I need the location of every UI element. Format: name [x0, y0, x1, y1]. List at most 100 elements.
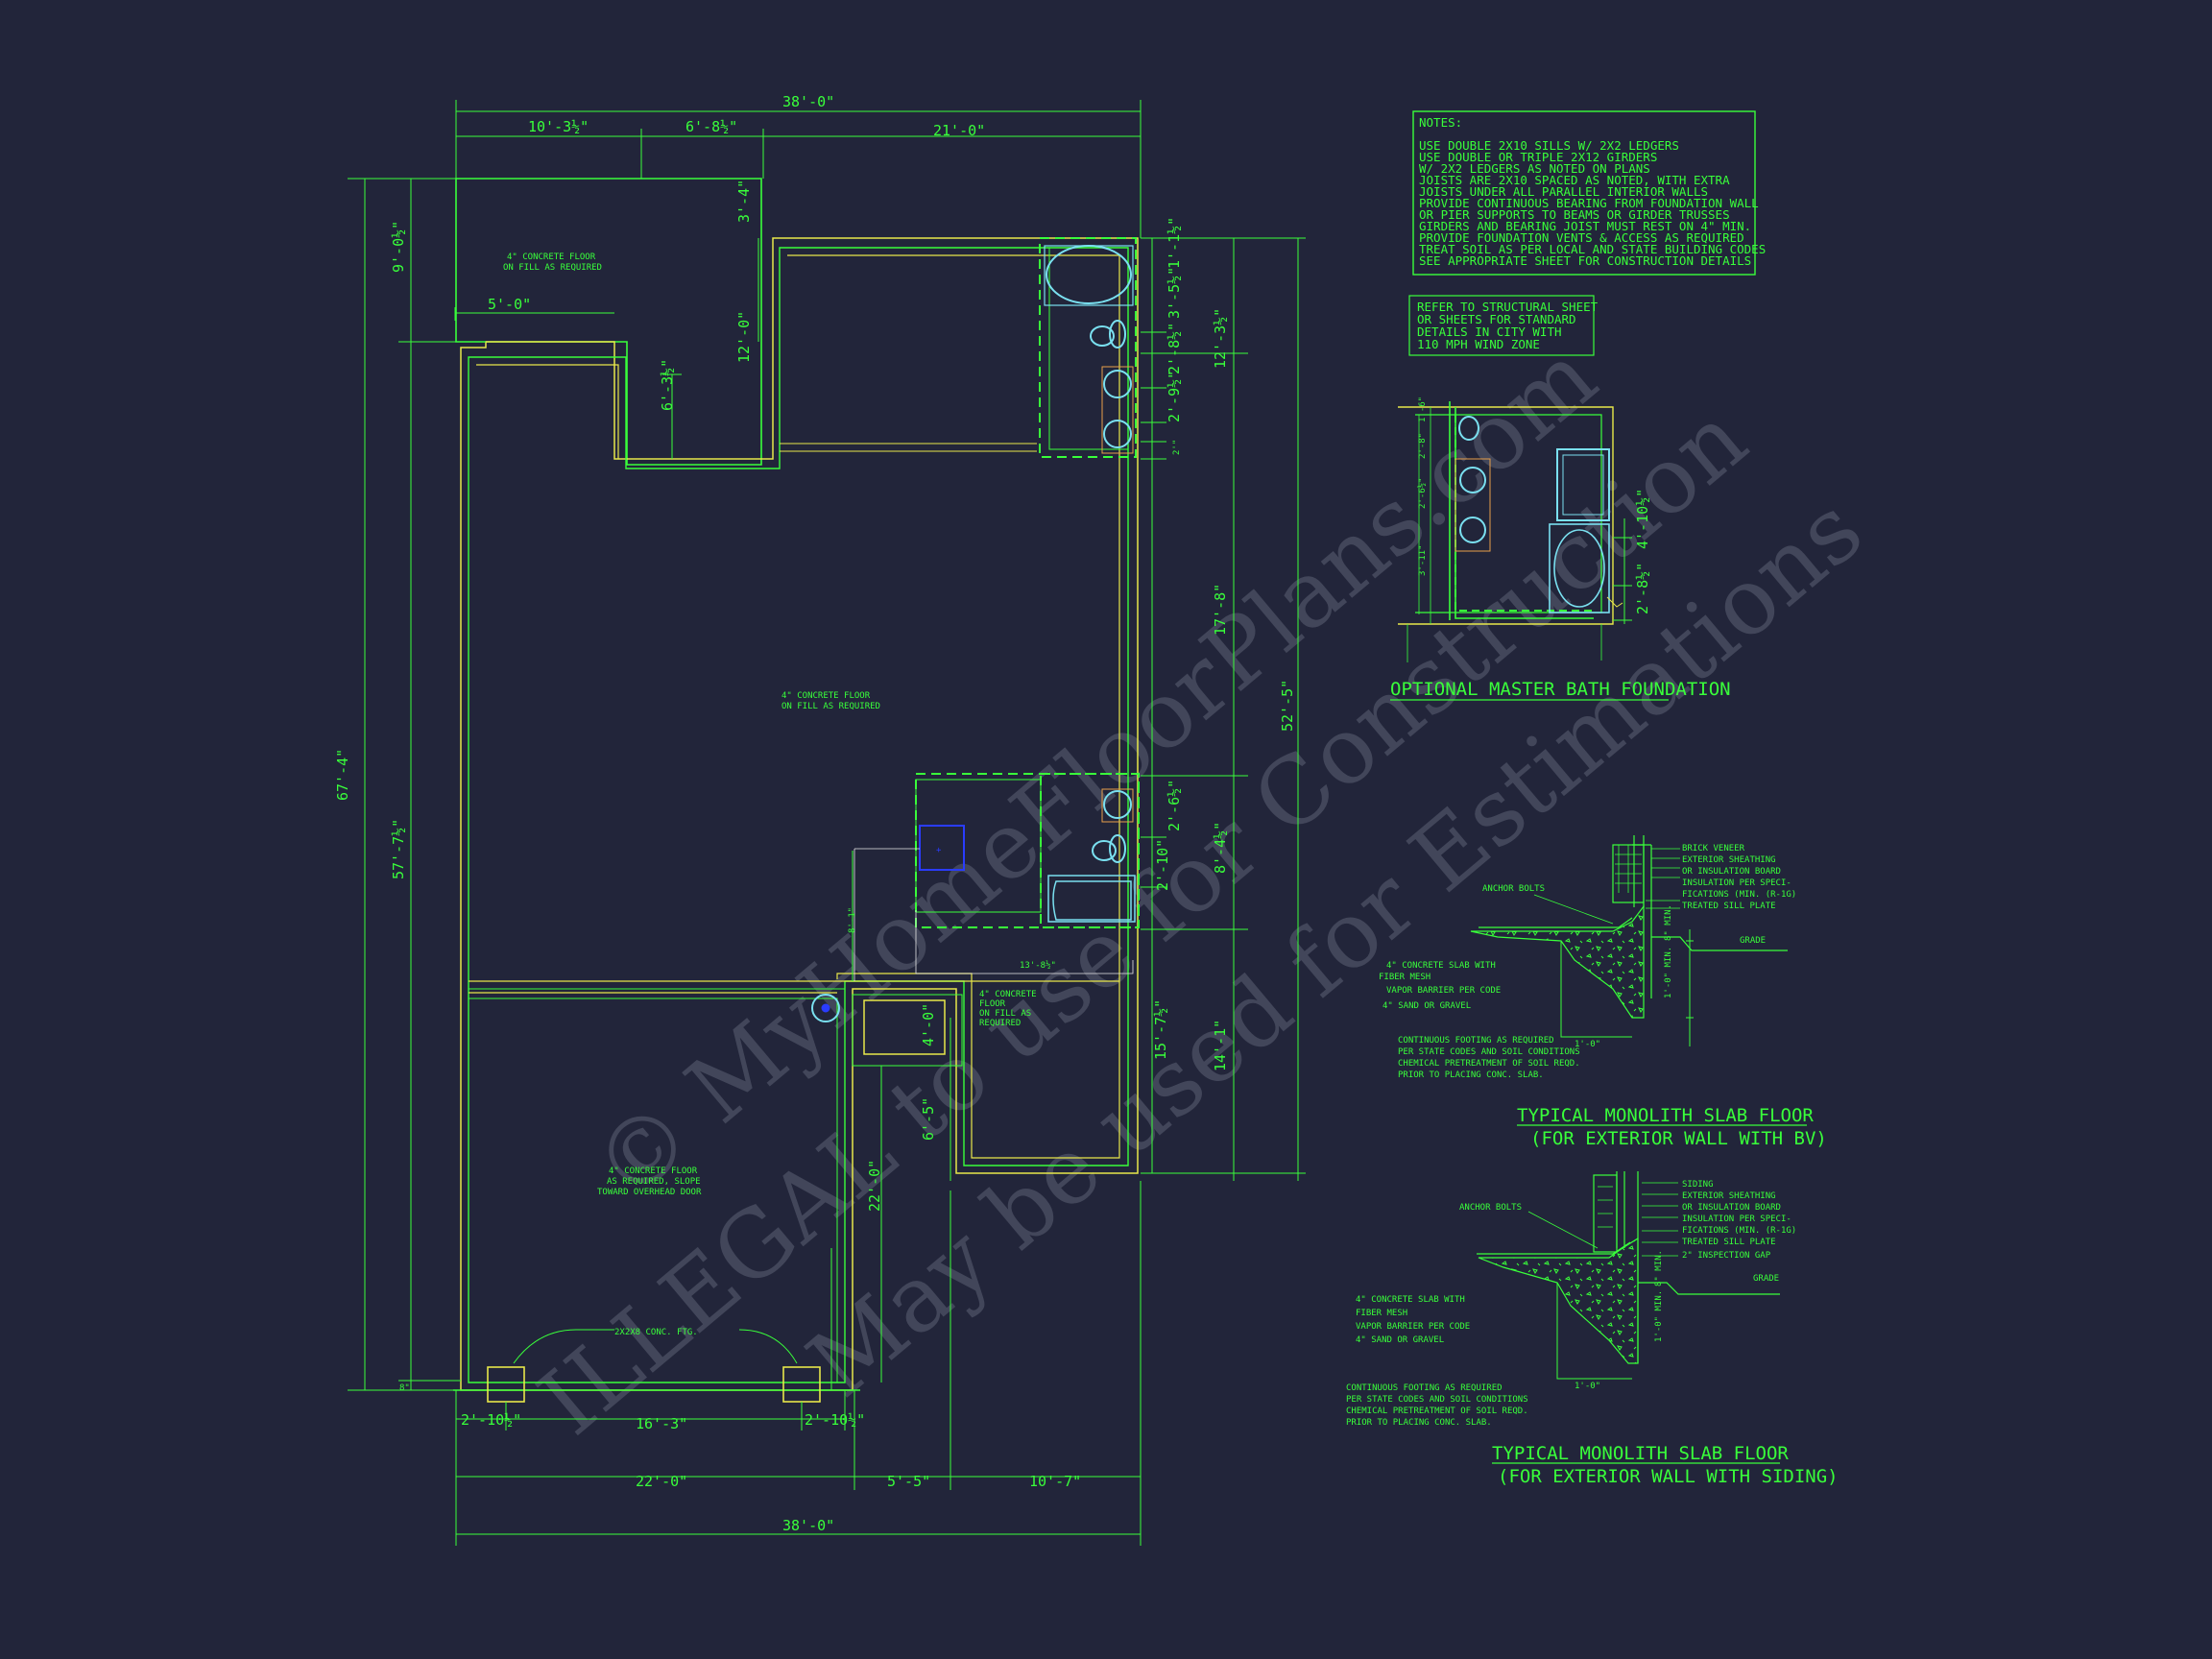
bv-anchor: ANCHOR BOLTS: [1482, 884, 1545, 894]
dim-inner-3-4: 3'-4": [735, 180, 753, 223]
notes-line-2: USE DOUBLE OR TRIPLE 2X12 GIRDERS: [1419, 150, 1657, 164]
bv-left-1: 4" CONCRETE SLAB WITH: [1386, 961, 1496, 971]
dim-top-b: 6'-8½": [685, 118, 737, 135]
siding-title: TYPICAL MONOLITH SLAB FLOOR: [1492, 1443, 1789, 1464]
notes-line-1: USE DOUBLE 2X10 SILLS W/ 2X2 LEDGERS: [1419, 138, 1679, 153]
dim-inner-5ft: 5'-0": [488, 296, 531, 313]
siding-right-5: FICATIONS (MIN. (R-1G): [1682, 1226, 1796, 1236]
slab-small-line-4: REQUIRED: [979, 1019, 1021, 1028]
siding-left-3: VAPOR BARRIER PER CODE: [1356, 1322, 1470, 1332]
dim-inner-13: 13'-8½": [1020, 960, 1056, 971]
refer-line-1: REFER TO STRUCTURAL SHEET: [1417, 300, 1599, 314]
siding-footing-4: PRIOR TO PLACING CONC. SLAB.: [1346, 1418, 1492, 1428]
dim-bot-b: 16'-3": [636, 1415, 687, 1432]
dim-left-b: 57'-7½": [390, 819, 407, 879]
dim-right-4: 2'-9½": [1166, 371, 1183, 422]
siding-subtitle: (FOR EXTERIOR WALL WITH SIDING): [1498, 1466, 1839, 1487]
dim-right-outer-1: 12'-3½": [1212, 308, 1229, 369]
svg-text:+: +: [936, 846, 942, 855]
bv-d2: 1'-0" MIN.: [1664, 947, 1673, 998]
siding-right-3: OR INSULATION BOARD: [1682, 1203, 1781, 1213]
bv-right-1: BRICK VENEER: [1682, 844, 1745, 854]
siding-right-4: INSULATION PER SPECI-: [1682, 1214, 1791, 1224]
master-bath-detail: 4'-10½" 2'-8½" 1'-6" 2'-8" 2'-6½" 3'-11"…: [1390, 397, 1731, 701]
siding-d2: 1'-0" MIN.: [1654, 1290, 1664, 1342]
bv-right-6: TREATED SILL PLATE: [1682, 902, 1776, 911]
plan-slab-notes: 4" CONCRETE FLOOR ON FILL AS REQUIRED 4"…: [503, 252, 1037, 1337]
slab-small-line-2: FLOOR: [979, 999, 1006, 1009]
bv-right-4: INSULATION PER SPECI-: [1682, 878, 1791, 888]
siding-footing-1: CONTINUOUS FOOTING AS REQUIRED: [1346, 1383, 1503, 1393]
refer-line-2: OR SHEETS FOR STANDARD: [1417, 312, 1576, 326]
bv-footing-2: PER STATE CODES AND SOIL CONDITIONS: [1398, 1047, 1580, 1057]
notes-line-5: JOISTS UNDER ALL PARALLEL INTERIOR WALLS: [1419, 184, 1708, 199]
footing-label: 2X2X8 CONC. FTG.: [614, 1328, 698, 1337]
slab-top-line-1: 4" CONCRETE FLOOR: [507, 252, 596, 262]
bv-right-3: OR INSULATION BOARD: [1682, 867, 1781, 877]
plan-dimensions: 38'-0" 10'-3½" 6'-8½" 21'-0" 67'-4" 9'-0…: [334, 93, 1296, 1534]
slab-main-line-2: ON FILL AS REQUIRED: [781, 702, 880, 711]
dim-right-outer-3: 8'-4½": [1212, 822, 1229, 874]
dim-right-7: 2'-10": [1154, 839, 1171, 891]
notes-line-7: OR PIER SUPPORTS TO BEAMS OR GIRDER TRUS…: [1419, 207, 1730, 222]
refer-line-4: 110 MPH WIND ZONE: [1417, 337, 1540, 351]
refer-line-3: DETAILS IN CITY WITH: [1417, 325, 1562, 339]
dim-right-outer-4: 14'-1": [1212, 1020, 1229, 1071]
dim-inner-6-3: 6'-3½": [659, 359, 676, 411]
bath-detail-title: OPTIONAL MASTER BATH FOUNDATION: [1390, 679, 1731, 700]
siding-left-2: FIBER MESH: [1356, 1309, 1407, 1318]
dim-right-1: 1'-1½": [1166, 217, 1183, 269]
siding-footing-3: CHEMICAL PRETREATMENT OF SOIL REQD.: [1346, 1407, 1528, 1416]
bv-footing-1: CONTINUOUS FOOTING AS REQUIRED: [1398, 1036, 1554, 1046]
notes-heading: NOTES:: [1419, 115, 1462, 130]
dim-right-outer-2: 17'-8": [1212, 584, 1229, 636]
dim-right-2: 3'-5½": [1166, 267, 1183, 319]
dim-bot-c: 2'-10½": [805, 1411, 865, 1429]
bv-left-3: VAPOR BARRIER PER CODE: [1386, 986, 1501, 996]
bath-side-4: 3'-11": [1418, 544, 1428, 576]
dim-left-c: 8": [399, 1383, 410, 1393]
dim-inner-8: 8'-1": [848, 907, 857, 933]
dim-top-a: 10'-3½": [528, 118, 589, 135]
bv-left-2: FIBER MESH: [1379, 973, 1431, 982]
dim-right-total: 52'-5": [1279, 680, 1296, 732]
bv-subtitle: (FOR EXTERIOR WALL WITH BV): [1530, 1128, 1827, 1149]
dim-inner-6-5: 6'-5": [920, 1097, 937, 1141]
dim-right-8: 15'-7½": [1152, 999, 1169, 1060]
dim-right-5: 2'": [1172, 440, 1182, 455]
siding-right-7: 2" INSPECTION GAP: [1682, 1251, 1771, 1261]
siding-anchor: ANCHOR BOLTS: [1459, 1203, 1522, 1213]
dim-inner-22: 22'-0": [866, 1160, 883, 1212]
dim-bot2-c: 10'-7": [1029, 1473, 1081, 1490]
slab-detail-siding: SIDING EXTERIOR SHEATHING OR INSULATION …: [1346, 1171, 1839, 1487]
foundation-plan: +: [348, 100, 1306, 1546]
bv-right-2: EXTERIOR SHEATHING: [1682, 855, 1776, 865]
bv-footing-4: PRIOR TO PLACING CONC. SLAB.: [1398, 1070, 1544, 1080]
dim-right-6: 2'-6½": [1166, 780, 1183, 831]
siding-left-4: 4" SAND OR GRAVEL: [1356, 1335, 1444, 1345]
bath-side-3: 2'-6½": [1417, 477, 1428, 509]
bv-footing-3: CHEMICAL PRETREATMENT OF SOIL REQD.: [1398, 1059, 1580, 1069]
bv-title: TYPICAL MONOLITH SLAB FLOOR: [1517, 1105, 1814, 1126]
notes-line-4: JOISTS ARE 2X10 SPACED AS NOTED, WITH EX…: [1419, 173, 1730, 187]
bath-dim-1: 4'-10½": [1634, 489, 1651, 549]
siding-left-1: 4" CONCRETE SLAB WITH: [1356, 1295, 1465, 1305]
bath-side-1: 1'-6": [1418, 397, 1428, 422]
slab-small-line-1: 4" CONCRETE: [979, 990, 1037, 999]
slab-detail-brick-veneer: BRICK VENEER EXTERIOR SHEATHING OR INSUL…: [1379, 835, 1827, 1149]
notes-line-10: TREAT SOIL AS PER LOCAL AND STATE BUILDI…: [1419, 242, 1766, 256]
slab-garage-line-3: TOWARD OVERHEAD DOOR: [597, 1188, 702, 1197]
siding-right-1: SIDING: [1682, 1180, 1714, 1190]
notes-box: NOTES: USE DOUBLE 2X10 SILLS W/ 2X2 LEDG…: [1408, 110, 1766, 356]
bv-d1: 8" MIN.: [1664, 904, 1673, 941]
dim-inner-4: 4'-0": [920, 1003, 937, 1046]
notes-line-3: W/ 2X2 LEDGERS AS NOTED ON PLANS: [1419, 161, 1650, 176]
dim-right-3: 2'-8½": [1166, 323, 1183, 374]
slab-small-line-3: ON FILL AS: [979, 1009, 1031, 1019]
notes-line-6: PROVIDE CONTINUOUS BEARING FROM FOUNDATI…: [1419, 196, 1759, 210]
bv-left-4: 4" SAND OR GRAVEL: [1382, 1001, 1471, 1011]
slab-garage-line-2: AS REQUIRED, SLOPE: [607, 1177, 701, 1187]
slab-garage-line-1: 4" CONCRETE FLOOR: [609, 1166, 698, 1176]
notes-line-8: GIRDERS AND BEARING JOIST MUST REST ON 4…: [1419, 219, 1751, 233]
